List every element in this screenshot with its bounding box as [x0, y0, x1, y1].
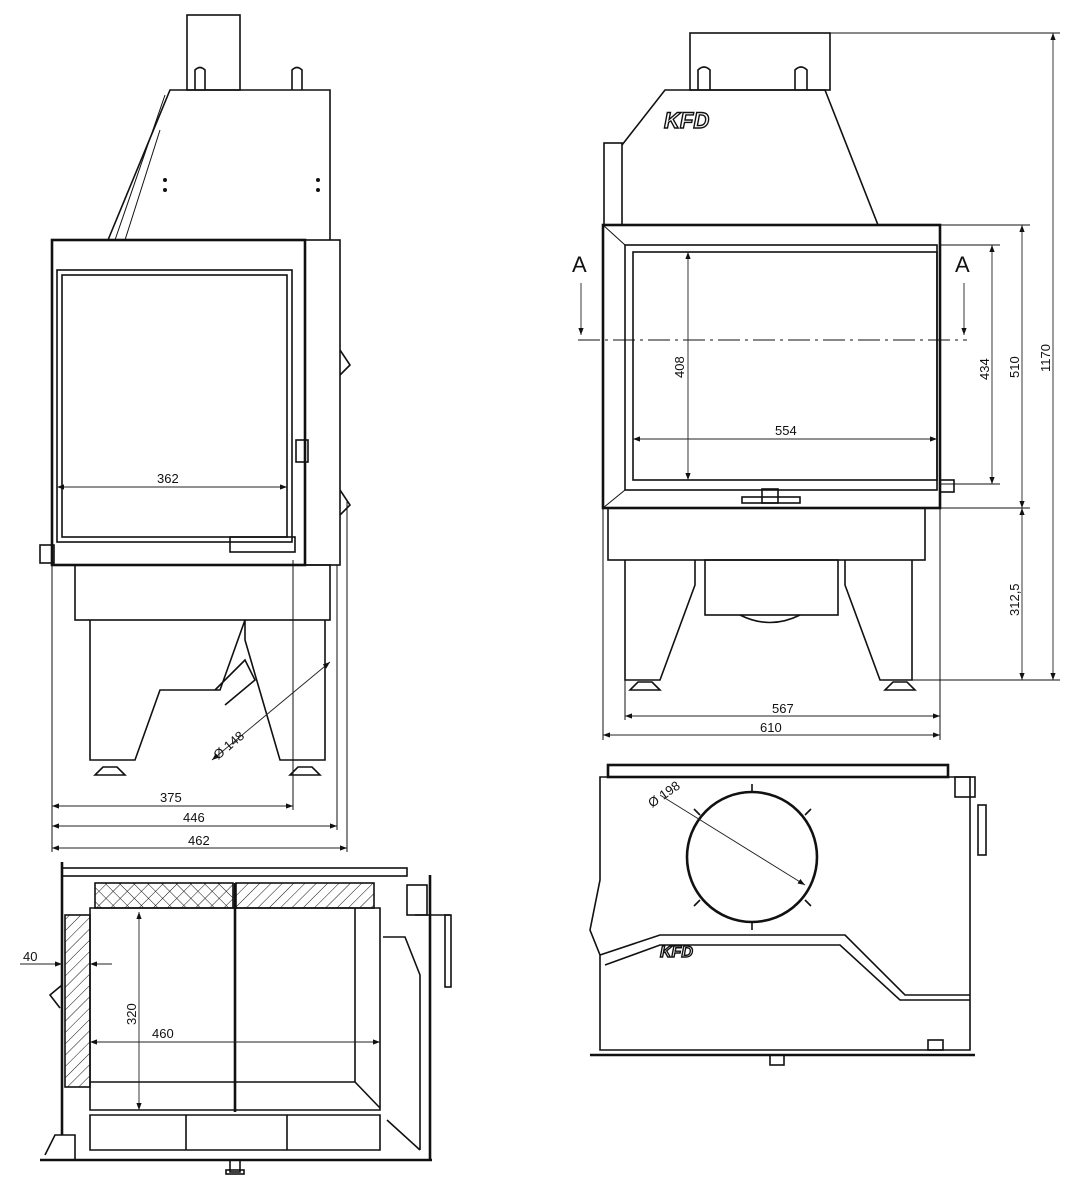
dim-legs-width: 567 [772, 701, 794, 716]
dim-glass-height: 408 [672, 356, 687, 378]
dim-chamber-height: 320 [124, 1003, 139, 1025]
side-view: 362 Ø 148 375 446 462 [39, 14, 352, 852]
kfd-logo-small: KFD [660, 944, 693, 961]
dim-base-height: 312,5 [1007, 583, 1022, 616]
flue-opening [685, 790, 819, 924]
glass [56, 269, 293, 543]
dim-body-width: 446 [183, 810, 205, 825]
section-label-left: A [572, 252, 587, 277]
section-label-right: A [955, 252, 970, 277]
front-view: KFD A A 408 554 434 510 1170 312,5 567 [572, 32, 1060, 740]
dim-door-height: 434 [977, 358, 992, 380]
dim-overall-depth: 462 [188, 833, 210, 848]
dim-glass-width: 554 [775, 423, 797, 438]
baffle-vermiculite [94, 882, 234, 909]
door-frame [50, 238, 307, 567]
dim-glass-width: 362 [157, 471, 179, 486]
top-view-body [589, 776, 971, 1051]
dim-total-height: 1170 [1038, 344, 1053, 372]
dim-chamber-width: 460 [152, 1026, 174, 1041]
door-frame [601, 223, 942, 510]
dim-overall-width: 610 [760, 720, 782, 735]
chimney-collar [689, 32, 831, 91]
kfd-logo: KFD [664, 108, 709, 133]
base [74, 564, 331, 621]
section-view: 40 320 460 [20, 862, 452, 1175]
dim-feet-span: 375 [160, 790, 182, 805]
dim-flue-diameter: Ø 148 [210, 728, 247, 762]
hood [621, 89, 879, 226]
glass [632, 251, 938, 481]
dim-frame-height: 510 [1007, 356, 1022, 378]
base [607, 507, 926, 561]
top-view: Ø 198 KFD [589, 763, 987, 1066]
dim-brick-thickness: 40 [23, 949, 37, 964]
hood [107, 89, 331, 241]
brick-lining [64, 914, 91, 1088]
